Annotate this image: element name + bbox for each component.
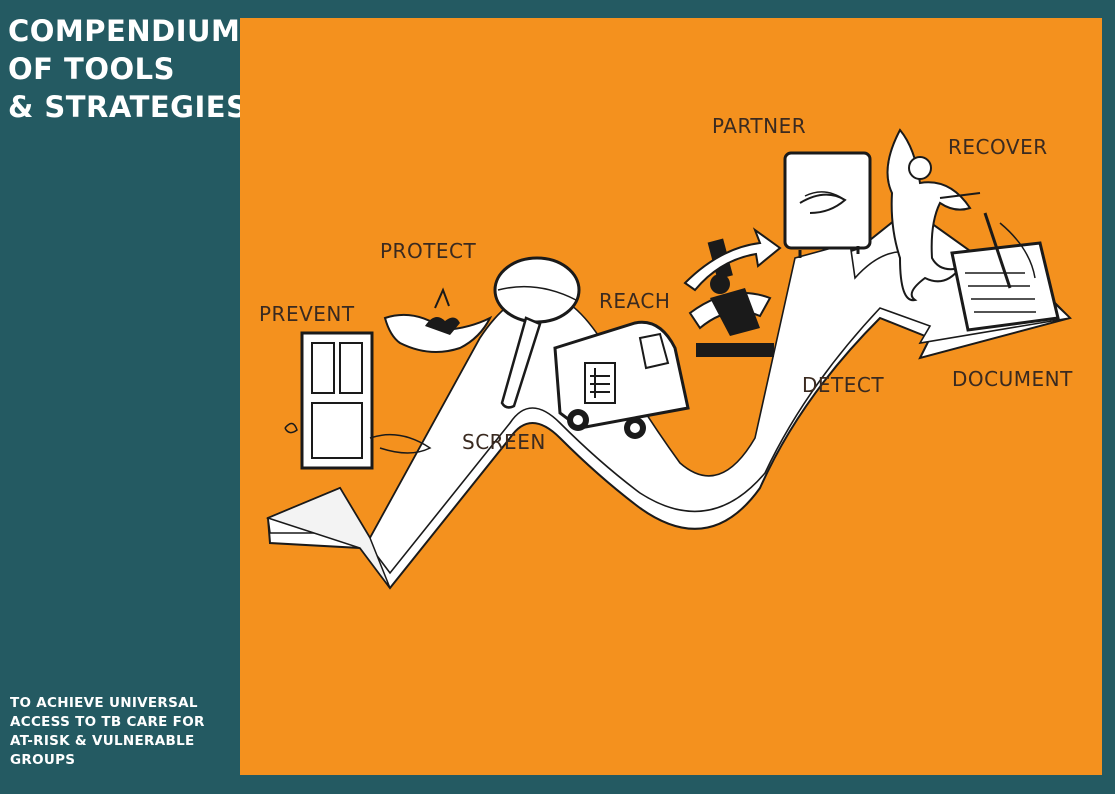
magnifier-icon <box>493 256 581 409</box>
hand-icon <box>383 287 493 353</box>
clipboard-icon <box>950 212 1060 332</box>
tagline-line-1: TO ACHIEVE UNIVERSAL <box>10 695 198 711</box>
van-icon <box>553 320 690 439</box>
tagline-line-3: AT-RISK & VULNERABLE <box>10 733 195 749</box>
stage-label-detect: DETECT <box>802 373 885 397</box>
door-icon <box>284 331 432 470</box>
handshake-icon <box>783 151 872 258</box>
stage-label-partner: PARTNER <box>712 114 807 138</box>
stage-label-screen: SCREEN <box>462 430 546 454</box>
stage-label-reach: REACH <box>599 289 671 313</box>
stage-label-document: DOCUMENT <box>952 367 1073 391</box>
microscope-icon <box>683 227 782 357</box>
sidebar-tagline: TO ACHIEVE UNIVERSAL ACCESS TO TB CARE F… <box>10 694 235 770</box>
title-line-3: & STRATEGIES <box>8 90 248 124</box>
tagline-line-2: ACCESS TO TB CARE FOR <box>10 714 205 730</box>
sidebar-title: COMPENDIUM OF TOOLS & STRATEGIES <box>8 12 248 126</box>
title-line-1: COMPENDIUM <box>8 14 241 48</box>
stage-label-protect: PROTECT <box>380 239 477 263</box>
journey-illustration <box>265 128 1072 590</box>
stage-label-recover: RECOVER <box>948 135 1048 159</box>
illustration-panel: PREVENT PROTECT SCREEN REACH DETECT PART… <box>240 18 1102 775</box>
title-line-2: OF TOOLS <box>8 52 176 86</box>
road-arrow-tail <box>265 487 391 589</box>
tagline-line-4: GROUPS <box>10 752 76 768</box>
stage-label-prevent: PREVENT <box>259 302 355 326</box>
